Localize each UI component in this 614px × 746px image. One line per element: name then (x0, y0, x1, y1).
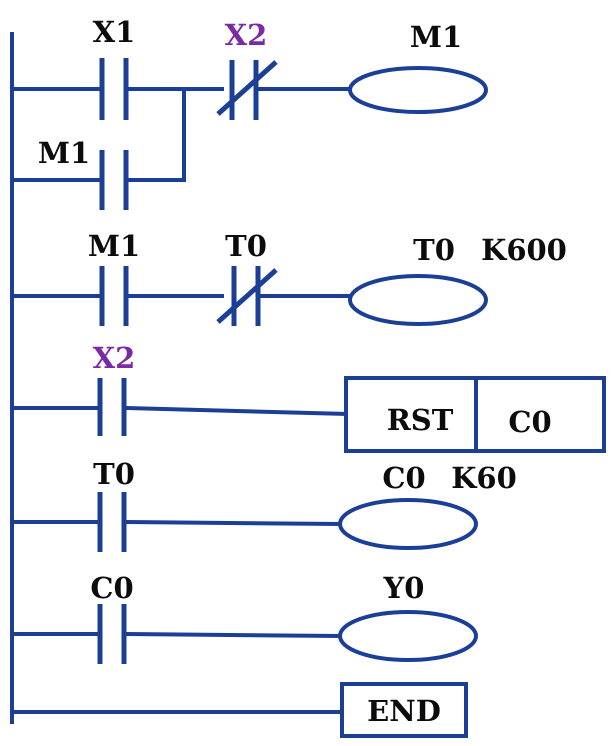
rung-3-wire-out (123, 405, 349, 417)
rung-1-coil-label: M1 (410, 20, 462, 54)
rung-2-coil-t0 (348, 274, 488, 326)
rung-3-operand-label: C0 (508, 405, 551, 439)
rung-3-contact-x2-label: X2 (93, 341, 136, 375)
rung-5: C0 Y0 (10, 571, 478, 664)
rung-1: X1 X2 M1 M1 (10, 15, 488, 210)
rung-4: T0 C0 K60 (10, 457, 517, 552)
rung-5-coil-label: Y0 (383, 571, 425, 605)
end-instruction-box (340, 682, 468, 738)
rung-2-timer-setting: K600 (481, 233, 567, 267)
rung-4-wire-out (123, 519, 343, 527)
rung-5-contact-c0 (97, 604, 127, 664)
rung-4-contact-t0-label: T0 (93, 457, 135, 491)
rung-3-rst-box (344, 376, 606, 453)
rung-1-contact-x2-label: X2 (225, 18, 268, 52)
rung-1-contact-x1-label: X1 (93, 15, 136, 49)
end-instruction-label: END (367, 694, 441, 728)
rung-3-instruction-label: RST (387, 403, 454, 437)
rung-3: X2 RST C0 (10, 341, 606, 453)
rung-2: M1 T0 T0 K600 (10, 229, 567, 326)
rung-1-coil-m1 (348, 66, 488, 114)
rung-2-contact-m1-label: M1 (88, 229, 140, 263)
rung-2-coil-label: T0 (413, 233, 455, 267)
rung-1-contact-m1-parallel (99, 150, 129, 210)
rung-4-coil-c0 (338, 498, 478, 550)
rung-5-coil-y0 (338, 610, 478, 662)
rung-5-wire-out (123, 631, 343, 639)
rung-4-counter-setting: K60 (451, 461, 517, 495)
rung-4-coil-label: C0 (382, 461, 425, 495)
rung-3-contact-x2 (97, 378, 127, 436)
rung-1-parallel-contact-label: M1 (38, 136, 90, 170)
rung-5-contact-c0-label: C0 (90, 571, 133, 605)
rung-2-contact-t0-label: T0 (225, 229, 267, 263)
rung-end: END (10, 682, 468, 738)
rung-4-contact-t0 (97, 492, 127, 552)
rung-2-contact-m1 (99, 266, 129, 326)
rung-1-contact-x1 (99, 58, 129, 120)
